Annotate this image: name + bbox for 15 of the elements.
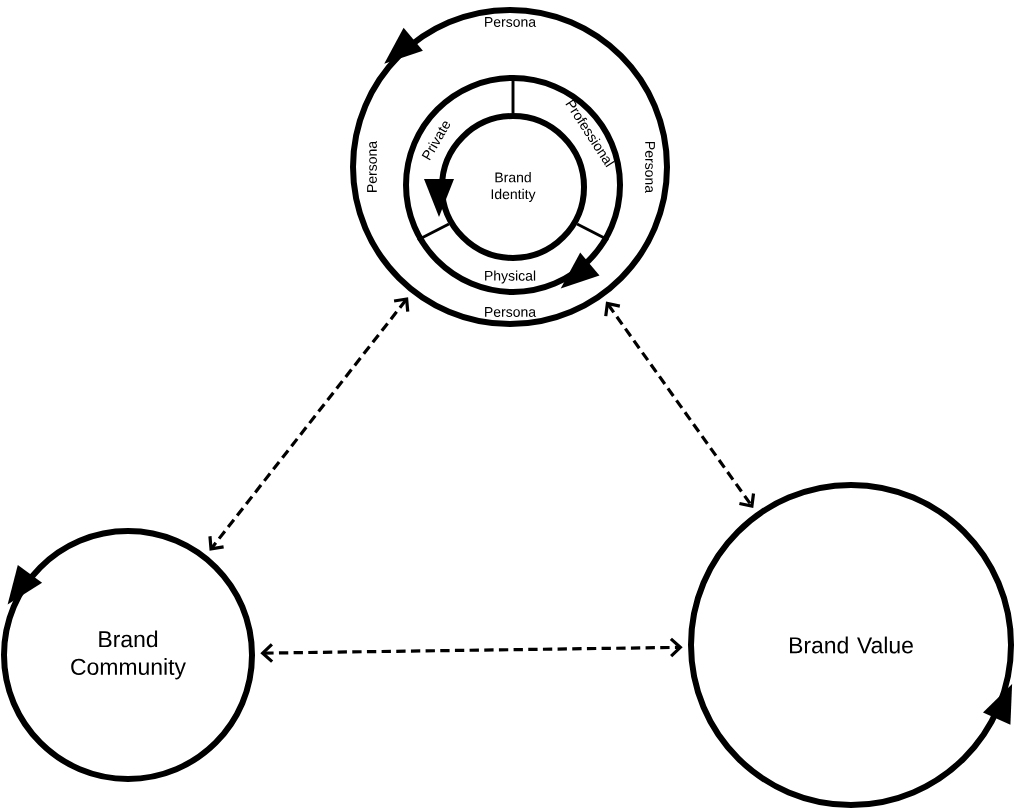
arrow (604, 301, 756, 508)
circle-label: Brand Identity (491, 172, 536, 202)
circle-label: Persona (367, 140, 377, 192)
ring-circle (403, 75, 623, 295)
arrow (260, 637, 683, 663)
circle-label: Persona (645, 142, 655, 194)
circle-label: Physical (485, 270, 536, 284)
circle-label: Persona (485, 17, 537, 27)
circle-label: Brand Community (71, 630, 186, 680)
circle-label: Persona (485, 307, 537, 317)
arrow (208, 297, 410, 551)
concept-circle (688, 482, 1014, 808)
concept-circle (1, 528, 255, 782)
circle-label: Brand Value (790, 636, 913, 654)
ring-circle (350, 7, 670, 327)
